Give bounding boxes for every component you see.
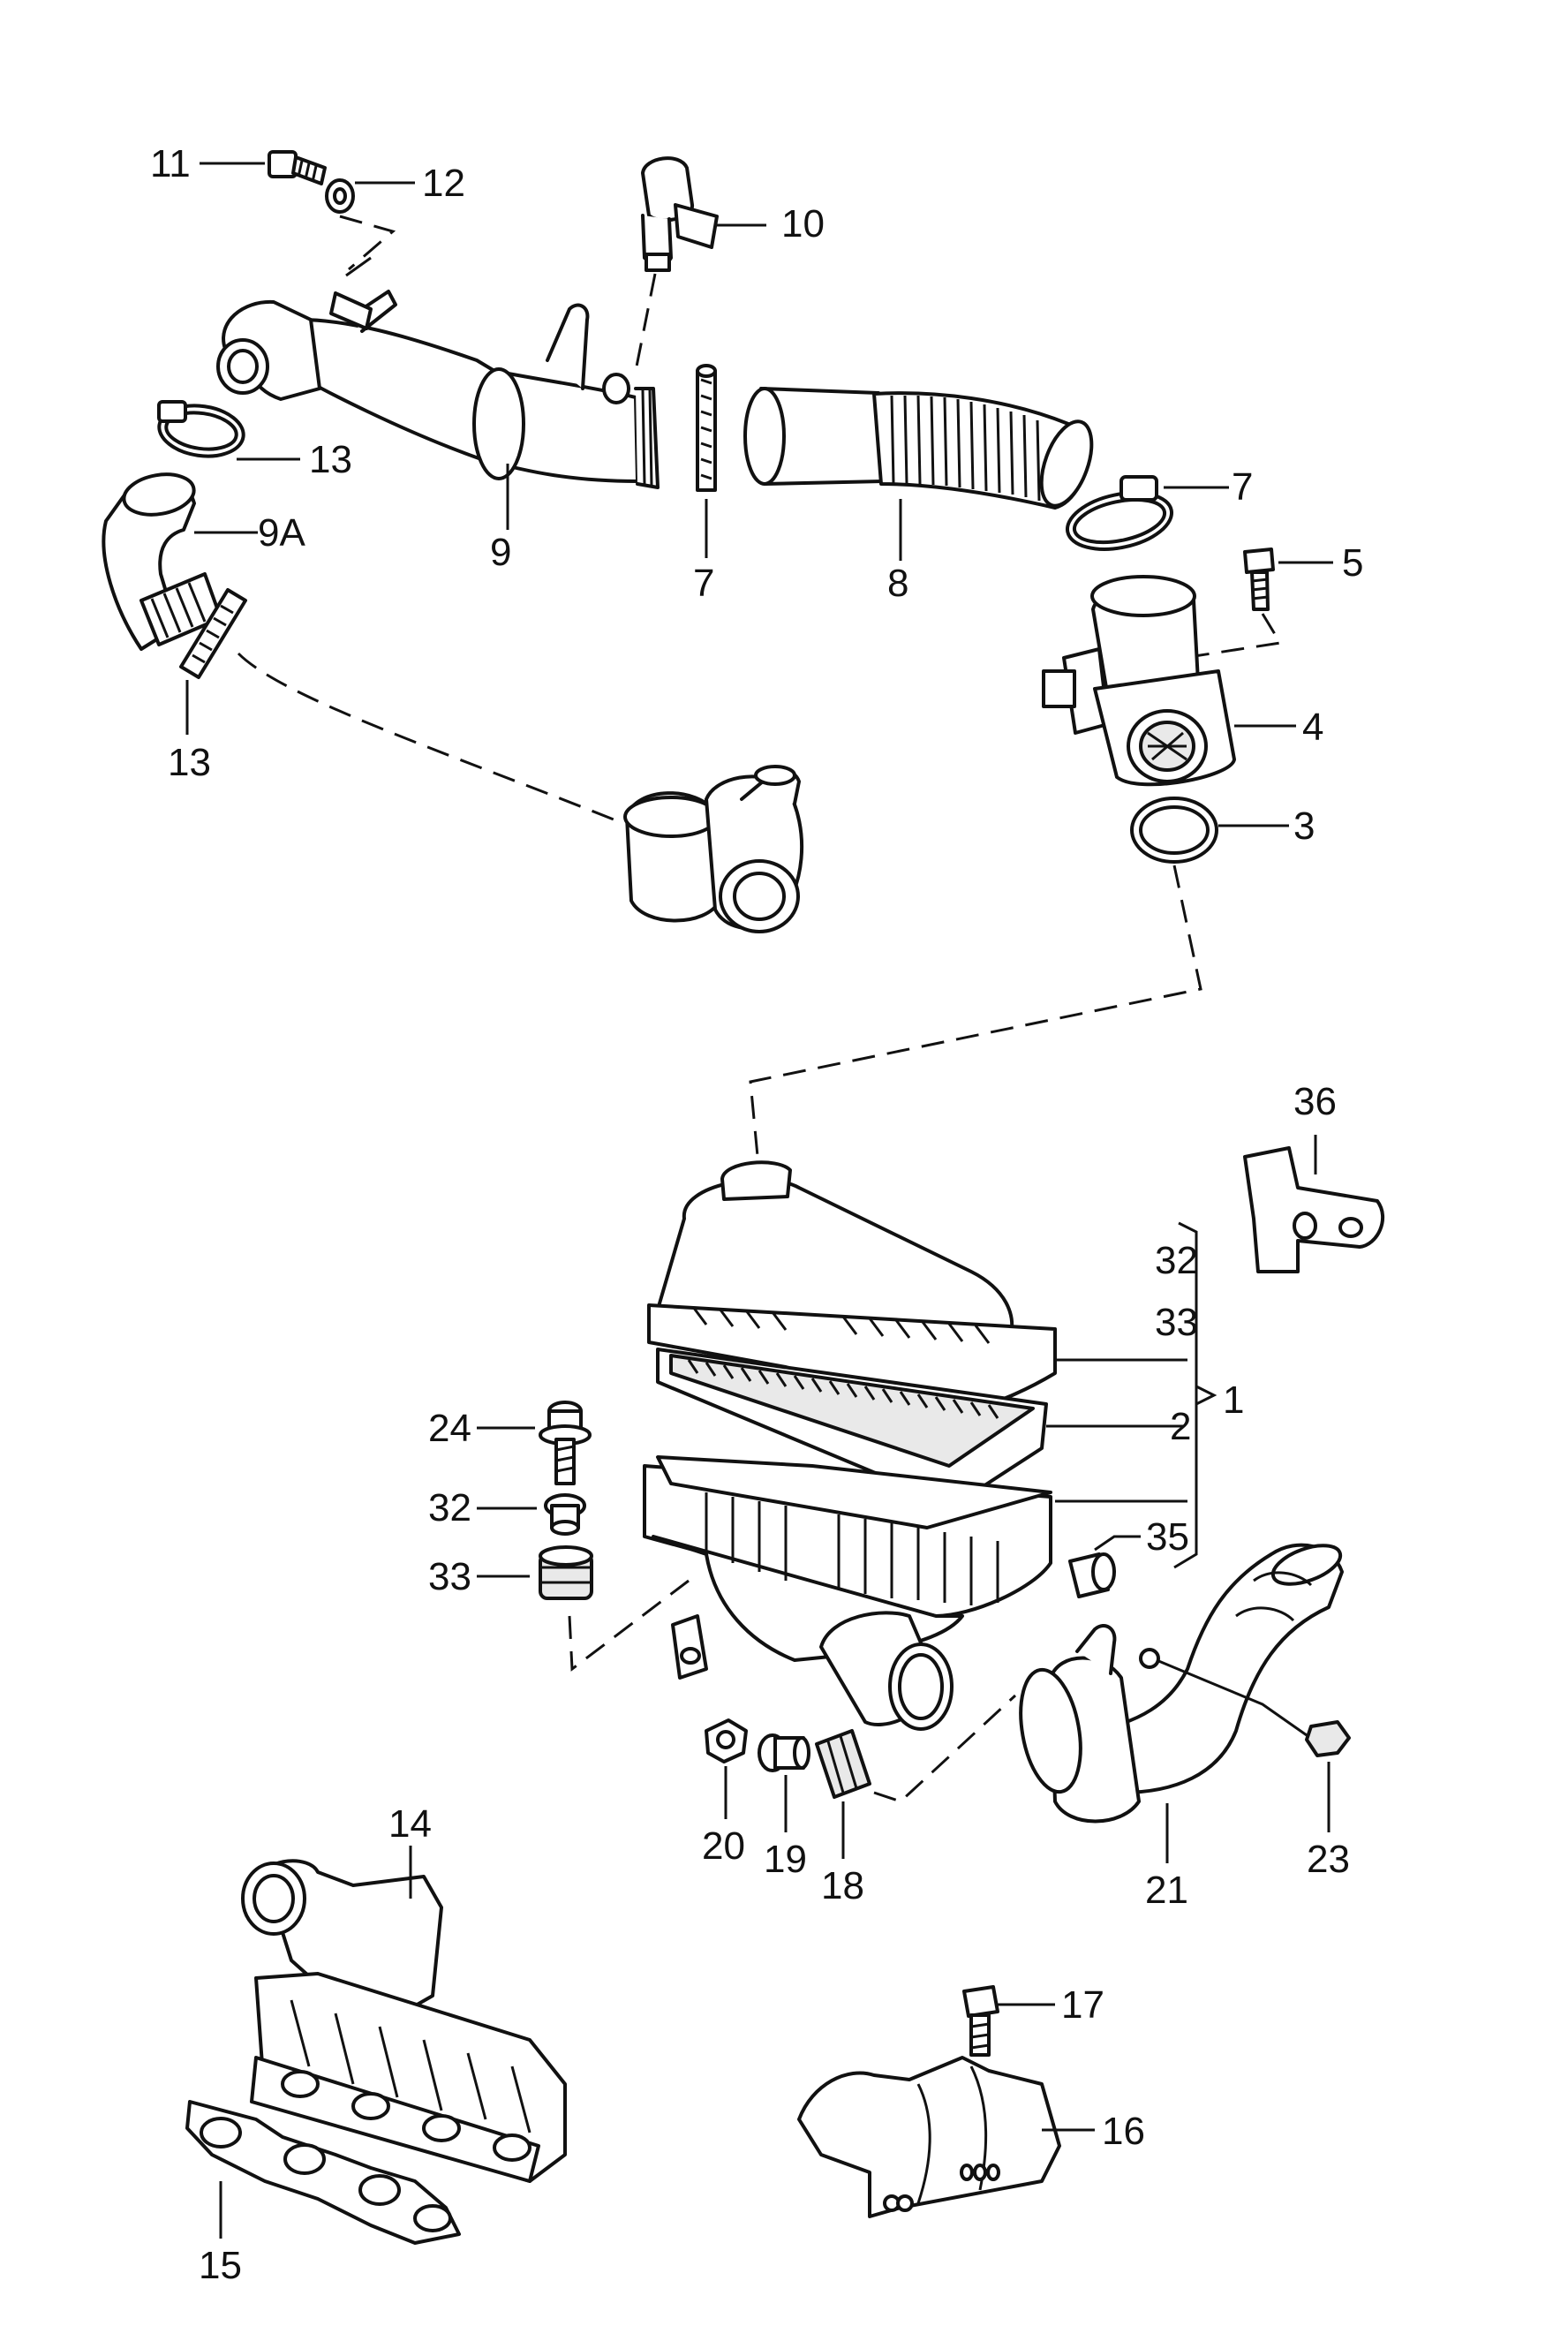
callout-24: 24 — [428, 1407, 471, 1450]
callout-13-top: 13 — [309, 438, 352, 481]
callout-4: 4 — [1302, 706, 1323, 749]
clamp-13-bottom — [179, 588, 247, 679]
callout-1: 1 — [1223, 1378, 1244, 1422]
pipe-9-elbow — [216, 299, 321, 401]
filter-element-2 — [656, 1348, 1048, 1507]
callout-7-right: 7 — [1232, 465, 1253, 509]
callout-20: 20 — [702, 1824, 745, 1868]
air-filter-cover — [647, 1160, 1057, 1410]
throttle-body-4 — [1042, 575, 1236, 787]
hose-9a — [102, 472, 222, 651]
bolt-24 — [539, 1401, 592, 1485]
pipe-9 — [290, 256, 660, 489]
callout-36: 36 — [1293, 1080, 1337, 1123]
clamp-7-right — [1065, 475, 1174, 551]
callout-23: 23 — [1307, 1838, 1350, 1881]
callout-32-left: 32 — [428, 1486, 471, 1529]
rubber-mount-18 — [815, 1729, 871, 1799]
callout-2: 2 — [1170, 1405, 1191, 1448]
manifold-gasket-15 — [185, 2100, 461, 2245]
callout-7-center: 7 — [693, 562, 714, 605]
spacer-32 — [544, 1493, 586, 1536]
callout-10: 10 — [781, 202, 825, 245]
callout-19: 19 — [764, 1838, 807, 1881]
sensor-10 — [641, 156, 719, 272]
bolt-5 — [1243, 548, 1275, 611]
callout-14: 14 — [388, 1802, 432, 1846]
clamp-13-top — [157, 400, 245, 458]
callout-33-right: 33 — [1155, 1301, 1198, 1344]
bolt-11 — [268, 150, 327, 185]
callout-9: 9 — [490, 531, 511, 574]
heat-shield-16 — [797, 2056, 1061, 2218]
bolt-17 — [962, 1985, 999, 2057]
callout-18: 18 — [821, 1864, 864, 1907]
intake-manifold-14 — [241, 1859, 567, 2183]
grommet-35 — [1068, 1552, 1116, 1598]
callout-13-bottom: 13 — [168, 741, 211, 784]
callout-35: 35 — [1146, 1515, 1189, 1559]
callout-11: 11 — [150, 142, 191, 185]
washer-12 — [325, 178, 355, 214]
callout-8: 8 — [887, 562, 908, 605]
spacer-19 — [758, 1733, 810, 1772]
callout-17: 17 — [1061, 1983, 1104, 2027]
callout-12: 12 — [422, 162, 465, 205]
clamp-7-center — [696, 364, 717, 492]
bracket-36 — [1243, 1146, 1384, 1273]
callout-9a: 9A — [258, 511, 305, 555]
callout-3: 3 — [1293, 804, 1315, 848]
callout-15: 15 — [199, 2244, 242, 2287]
callout-32-right: 32 — [1155, 1239, 1198, 1282]
callout-21: 21 — [1145, 1869, 1188, 1912]
intake-pipe-21 — [1019, 1543, 1344, 1824]
nut-20 — [705, 1718, 748, 1763]
air-filter-housing — [643, 1455, 1052, 1731]
hose-8 — [743, 387, 1094, 510]
rubber-mount-33 — [539, 1545, 593, 1600]
clip-23 — [1305, 1720, 1351, 1757]
callout-33-left: 33 — [428, 1555, 471, 1598]
gasket-3 — [1130, 797, 1218, 864]
turbocharger — [623, 765, 804, 933]
callout-5: 5 — [1342, 541, 1363, 585]
callout-16: 16 — [1102, 2110, 1145, 2153]
